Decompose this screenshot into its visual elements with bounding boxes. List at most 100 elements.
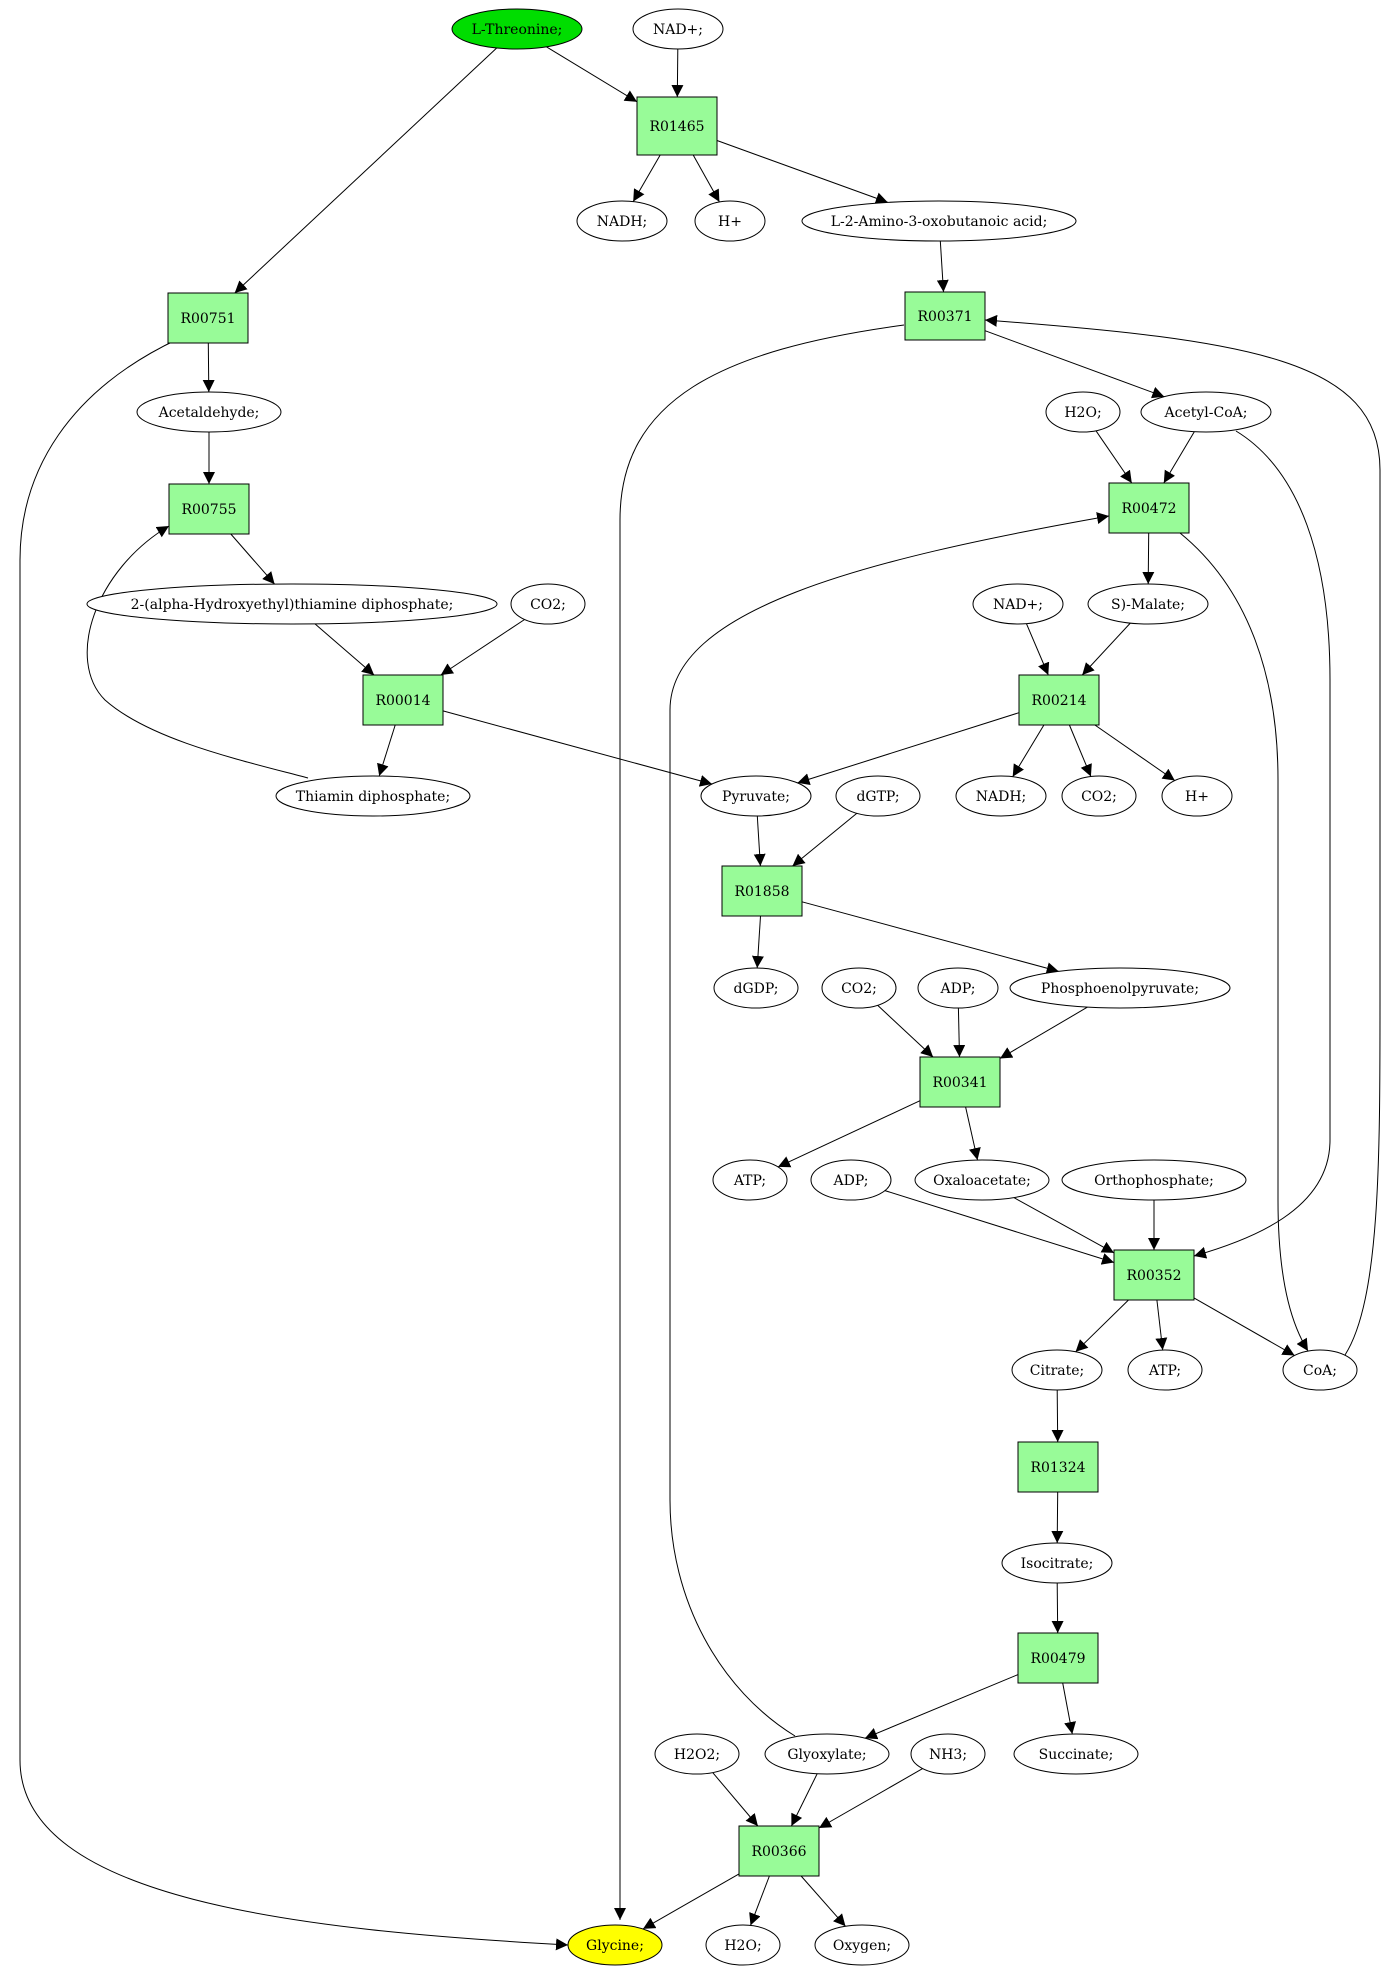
metabolite-ellipse — [1161, 775, 1233, 817]
edge-m_oaa-to-r_R00352 — [1013, 1197, 1115, 1254]
metabolite-node-m_tpp: Thiamin diphosphate; — [275, 775, 471, 817]
edge-m_glx-to-r_R00366 — [790, 1773, 818, 1827]
edge-r_R00479-to-m_glx — [864, 1674, 1019, 1740]
edge-r_R00366-to-m_h2o3 — [749, 1875, 770, 1926]
node-label: Thiamin diphosphate; — [296, 789, 450, 805]
metabolite-node-m_acoa: Acetyl-CoA; — [1140, 391, 1272, 433]
metabolite-ellipse — [694, 200, 766, 242]
node-label: NH3; — [929, 1747, 967, 1763]
metabolite-node-m_co2a: CO2; — [510, 583, 586, 625]
reaction-box — [1017, 1441, 1099, 1493]
metabolite-node-m_atp1: ATP; — [712, 1159, 788, 1201]
reaction-node-r_R01465: R01465 — [636, 96, 718, 156]
reaction-box — [904, 291, 986, 341]
reaction-box — [636, 96, 718, 156]
reaction-node-r_R00755: R00755 — [168, 483, 250, 535]
node-label: Citrate; — [1030, 1363, 1084, 1379]
edge-r_R00352-to-m_cit — [1075, 1299, 1129, 1353]
node-label: R00472 — [1121, 501, 1176, 517]
metabolite-node-m_adp1: ADP; — [917, 967, 999, 1009]
reaction-node-r_R00371: R00371 — [904, 291, 986, 341]
node-label: ATP; — [733, 1173, 766, 1189]
node-label: R00479 — [1030, 1651, 1085, 1667]
edge-r_R01324-to-m_icit — [1051, 1491, 1064, 1544]
metabolite-node-m_hetpp: 2-(alpha-Hydroxyethyl)thiamine diphospha… — [86, 583, 498, 625]
edge-m_glx-to-r_R00472 — [669, 512, 1110, 1737]
metabolite-node-m_adp2: ADP; — [810, 1159, 892, 1201]
edge-m_cit-to-r_R01324 — [1051, 1389, 1064, 1443]
node-label: Acetyl-CoA; — [1164, 405, 1248, 421]
reaction-box — [738, 1825, 820, 1877]
edge-m_h2o1-to-r_R00472 — [1095, 430, 1133, 484]
metabolite-ellipse — [1001, 1542, 1113, 1584]
edge-r_R00341-to-m_atp1 — [777, 1100, 921, 1168]
node-label: H2O2; — [674, 1747, 720, 1763]
node-label: dGTP; — [856, 789, 899, 805]
metabolite-ellipse — [1140, 391, 1272, 433]
metabolite-ellipse — [814, 1924, 910, 1966]
node-label: R00751 — [180, 311, 235, 327]
metabolite-ellipse — [1061, 1159, 1247, 1201]
node-label: NADH; — [597, 214, 648, 230]
metabolite-node-m_h2o2: H2O2; — [654, 1733, 740, 1775]
edge-m_hetpp-to-r_R00014 — [314, 623, 375, 676]
reaction-box — [1113, 1249, 1195, 1301]
edge-r_R00352-to-m_coa — [1193, 1297, 1295, 1356]
node-label: R00341 — [932, 1075, 987, 1091]
node-label: Orthophosphate; — [1094, 1173, 1214, 1189]
edge-r_R01465-to-m_amino — [716, 140, 888, 204]
reaction-node-r_R01858: R01858 — [721, 865, 803, 917]
node-label: ADP; — [940, 981, 976, 997]
metabolite-node-m_co2c: CO2; — [821, 967, 897, 1009]
metabolite-node-m_nad2: NAD+; — [972, 583, 1064, 625]
node-label: CoA; — [1303, 1363, 1337, 1379]
edge-m_coa-to-r_R00371 — [984, 314, 1381, 1356]
edge-m_co2a-to-r_R00014 — [440, 619, 525, 676]
reaction-node-r_R01324: R01324 — [1017, 1441, 1099, 1493]
edge-m_thr-to-r_R01465 — [546, 46, 638, 103]
metabolite-node-m_succ: Succinate; — [1013, 1733, 1139, 1775]
node-label: R00352 — [1126, 1268, 1181, 1284]
metabolite-ellipse — [1061, 775, 1137, 817]
node-label: Pyruvate; — [722, 789, 790, 805]
node-label: R01324 — [1030, 1460, 1085, 1476]
edge-m_nad1-to-r_R01465 — [671, 48, 684, 98]
node-label: Glycine; — [586, 1938, 644, 1954]
node-label: Isocitrate; — [1021, 1556, 1094, 1572]
edge-m_nad2-to-r_R00214 — [1025, 623, 1050, 676]
metabolite-ellipse — [1127, 1349, 1203, 1391]
metabolite-node-m_h1: H+ — [694, 200, 766, 242]
edge-r_R00472-to-m_coa — [1179, 532, 1309, 1352]
node-label: ADP; — [833, 1173, 869, 1189]
node-label: L-2-Amino-3-oxobutanoic acid; — [831, 214, 1048, 230]
metabolite-ellipse — [810, 1159, 892, 1201]
node-label: R00366 — [751, 1844, 806, 1860]
metabolite-ellipse — [136, 391, 282, 433]
metabolite-ellipse — [1282, 1349, 1358, 1391]
metabolite-ellipse — [835, 775, 921, 817]
edge-m_thr-to-r_R00751 — [234, 47, 498, 294]
edge-r_R00479-to-m_succ — [1062, 1682, 1076, 1735]
metabolite-ellipse — [821, 967, 897, 1009]
metabolite-ellipse — [801, 200, 1077, 242]
node-label: H+ — [718, 214, 742, 230]
edge-m_pep-to-r_R00341 — [999, 1006, 1088, 1059]
edge-r_R00366-to-m_oxy — [800, 1875, 846, 1927]
edge-r_R00214-to-m_h2 — [1094, 724, 1176, 781]
edge-m_acoa-to-r_R00352 — [1193, 430, 1331, 1259]
node-label: R00755 — [181, 502, 236, 518]
edge-r_R00472-to-m_malate — [1142, 532, 1155, 585]
reaction-box — [1108, 482, 1190, 534]
metabolite-ellipse — [451, 8, 583, 50]
reaction-node-r_R00751: R00751 — [167, 292, 249, 344]
reaction-box — [721, 865, 803, 917]
reaction-node-r_R00479: R00479 — [1017, 1632, 1099, 1684]
metabolite-ellipse — [86, 583, 498, 625]
metabolite-ellipse — [713, 967, 799, 1009]
edge-m_icit-to-r_R00479 — [1051, 1582, 1064, 1634]
edge-r_R00751-to-m_acald — [202, 342, 215, 393]
metabolite-node-m_icit: Isocitrate; — [1001, 1542, 1113, 1584]
edge-r_R00014-to-m_pyr — [442, 710, 713, 787]
edge-r_R00371-to-m_acoa — [984, 330, 1165, 399]
node-label: Oxygen; — [833, 1938, 891, 1954]
